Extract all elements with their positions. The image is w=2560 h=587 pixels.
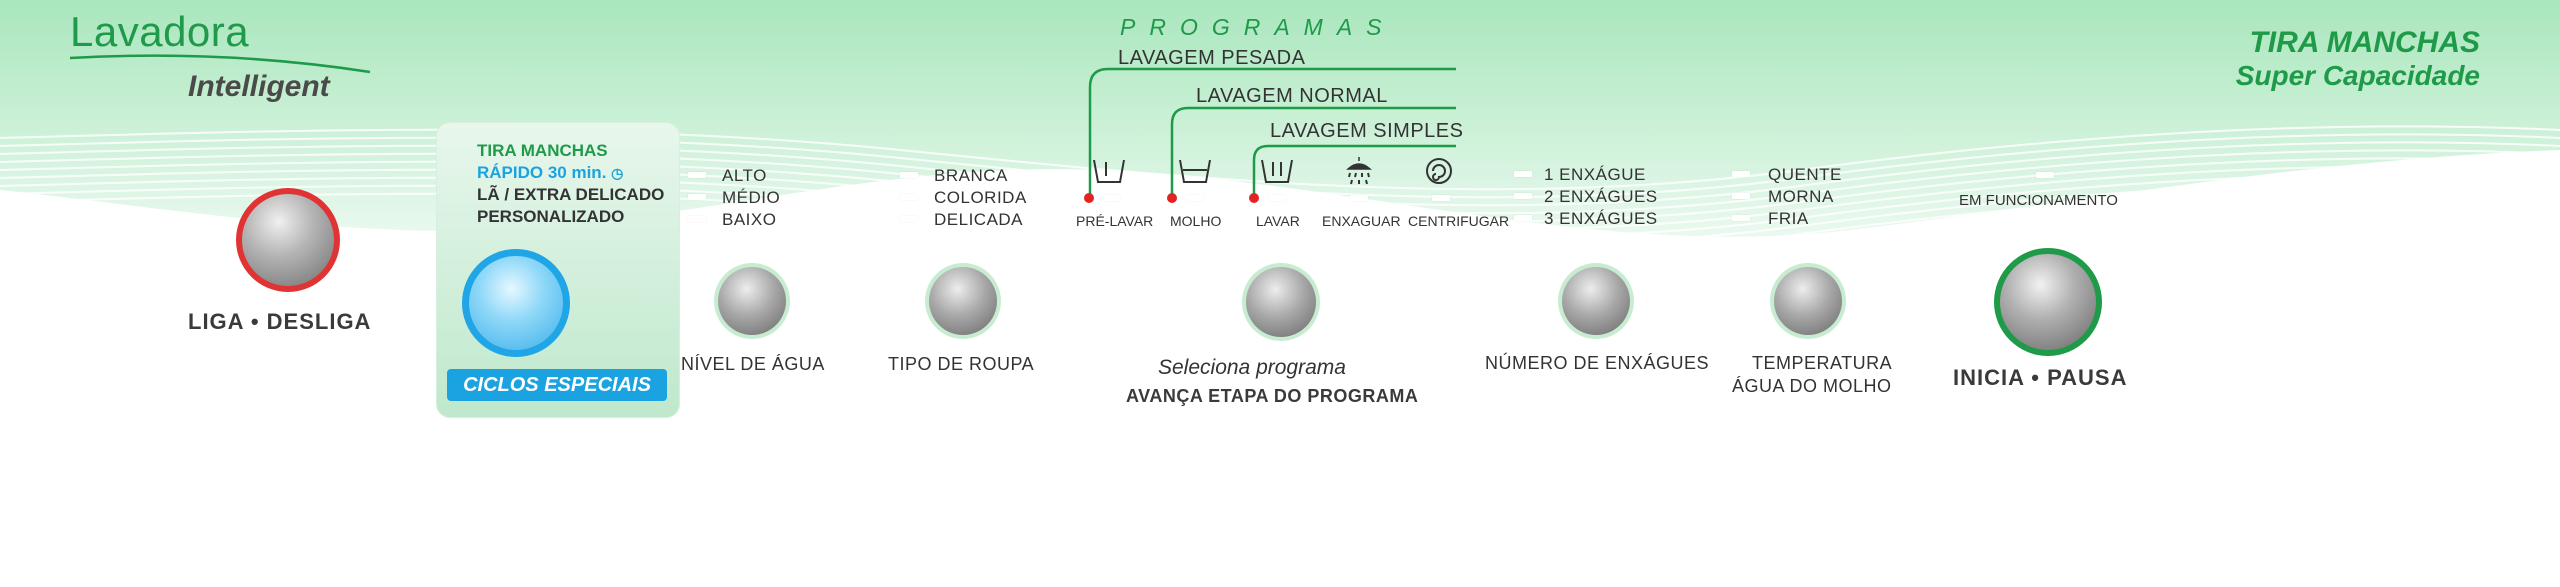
water-level-knob[interactable] <box>714 263 790 339</box>
clothing-option-branca: BRANCA <box>934 166 1008 185</box>
rinse-option-2: 2 ENXÁGUES <box>1544 187 1658 206</box>
wash-red-led <box>1249 193 1259 203</box>
water-level-knob-face <box>718 267 786 335</box>
spin-icon <box>1426 158 1452 184</box>
programs-title: PROGRAMAS <box>1120 14 1396 40</box>
clothing-indicator-1 <box>900 172 918 178</box>
rinse-count-indicator-2 <box>1514 193 1532 199</box>
step-pre-wash-label: PRÉ-LAVAR <box>1076 213 1154 229</box>
brand-name: Lavadora <box>70 8 250 55</box>
rinse-count-label: NÚMERO DE ENXÁGUES <box>1485 353 1710 373</box>
water-level-option-baixo: BAIXO <box>722 210 777 229</box>
clothing-type-knob-face <box>929 267 997 335</box>
special-option-rapido-label: RÁPIDO 30 min. <box>477 163 607 182</box>
rinse-option-1: 1 ENXÁGUE <box>1544 165 1646 184</box>
rinse-shower-icon <box>1346 157 1372 185</box>
running-indicator <box>2036 172 2054 178</box>
special-cycles-knob-face <box>469 256 563 350</box>
water-level-indicator-3 <box>688 216 706 222</box>
wash-indicator <box>1268 195 1286 201</box>
clothing-option-delicada: DELICADA <box>934 210 1024 229</box>
program-heavy-label: LAVAGEM PESADA <box>1118 47 1306 69</box>
special-cycles-knob[interactable] <box>462 249 570 357</box>
wash-icon <box>1261 159 1293 183</box>
water-level-option-alto: ALTO <box>722 166 767 185</box>
rinse-count-indicator-3 <box>1514 215 1532 221</box>
pre-wash-indicator <box>1102 195 1120 201</box>
temperature-label-line2: ÁGUA DO MOLHO <box>1732 376 1892 396</box>
badge-line1: TIRA MANCHAS <box>2249 26 2480 59</box>
water-level-indicator-2 <box>688 194 706 200</box>
special-option-rapido: RÁPIDO 30 min. ◷ <box>477 163 623 183</box>
temperature-label-line1: TEMPERATURA <box>1752 353 1893 373</box>
clock-icon: ◷ <box>611 165 624 181</box>
program-advance-label: AVANÇA ETAPA DO PROGRAMA <box>1126 386 1419 406</box>
temperature-indicator-1 <box>1732 171 1750 177</box>
pre-wash-icon <box>1093 159 1125 183</box>
program-simple-label: LAVAGEM SIMPLES <box>1270 120 1464 142</box>
program-select-label: Seleciona programa <box>1158 356 1346 379</box>
start-pause-knob[interactable] <box>1994 248 2102 356</box>
soak-red-led <box>1167 193 1177 203</box>
temperature-indicator-2 <box>1732 193 1750 199</box>
temperature-option-morna: MORNA <box>1768 187 1834 206</box>
soak-icon <box>1179 159 1211 183</box>
program-select-knob[interactable] <box>1242 263 1320 341</box>
program-select-knob-face <box>1246 267 1316 337</box>
temperature-option-quente: QUENTE <box>1768 165 1842 184</box>
brand-model: Intelligent <box>188 70 330 103</box>
step-wash-label: LAVAR <box>1256 213 1300 229</box>
soak-indicator <box>1186 195 1204 201</box>
clothing-indicator-2 <box>900 194 918 200</box>
program-normal-label: LAVAGEM NORMAL <box>1196 85 1388 107</box>
special-cycles-button[interactable]: CICLOS ESPECIAIS <box>447 369 667 401</box>
step-spin-label: CENTRIFUGAR <box>1408 213 1510 229</box>
running-status-label: EM FUNCIONAMENTO <box>1959 192 2118 209</box>
rinse-indicator <box>1350 195 1368 201</box>
badge-line2: Super Capacidade <box>2235 60 2480 91</box>
special-option-tira-manchas: TIRA MANCHAS <box>477 141 608 160</box>
clothing-type-knob[interactable] <box>925 263 1001 339</box>
program-bracket-lines <box>1088 67 1456 196</box>
start-pause-knob-face <box>2000 254 2096 350</box>
special-cycles-panel: TIRA MANCHAS RÁPIDO 30 min. ◷ LÃ / EXTRA… <box>436 122 680 418</box>
pre-wash-red-led <box>1084 193 1094 203</box>
rinse-count-knob[interactable] <box>1558 263 1634 339</box>
temperature-option-fria: FRIA <box>1768 209 1809 228</box>
rinse-option-3: 3 ENXÁGUES <box>1544 209 1658 228</box>
water-level-option-medio: MÉDIO <box>722 188 781 207</box>
power-knob[interactable] <box>236 188 340 292</box>
special-option-la-extra: LÃ / EXTRA DELICADO <box>477 185 665 204</box>
step-soak-label: MOLHO <box>1170 213 1222 229</box>
clothing-indicator-3 <box>900 216 918 222</box>
special-option-personalizado: PERSONALIZADO <box>477 207 625 226</box>
step-rinse-label: ENXAGUAR <box>1322 213 1401 229</box>
clothing-option-colorida: COLORIDA <box>934 188 1027 207</box>
rinse-count-indicator-1 <box>1514 171 1532 177</box>
power-label: LIGA • DESLIGA <box>188 309 372 334</box>
spin-indicator <box>1432 195 1450 201</box>
water-level-label: NÍVEL DE ÁGUA <box>681 354 825 374</box>
temperature-knob-face <box>1774 267 1842 335</box>
start-pause-label: INICIA • PAUSA <box>1953 365 2128 390</box>
brand-swoosh <box>69 54 371 74</box>
clothing-type-label: TIPO DE ROUPA <box>888 354 1035 374</box>
temperature-knob[interactable] <box>1770 263 1846 339</box>
rinse-count-knob-face <box>1562 267 1630 335</box>
temperature-indicator-3 <box>1732 215 1750 221</box>
water-level-indicator-1 <box>688 172 706 178</box>
power-knob-face <box>242 194 334 286</box>
